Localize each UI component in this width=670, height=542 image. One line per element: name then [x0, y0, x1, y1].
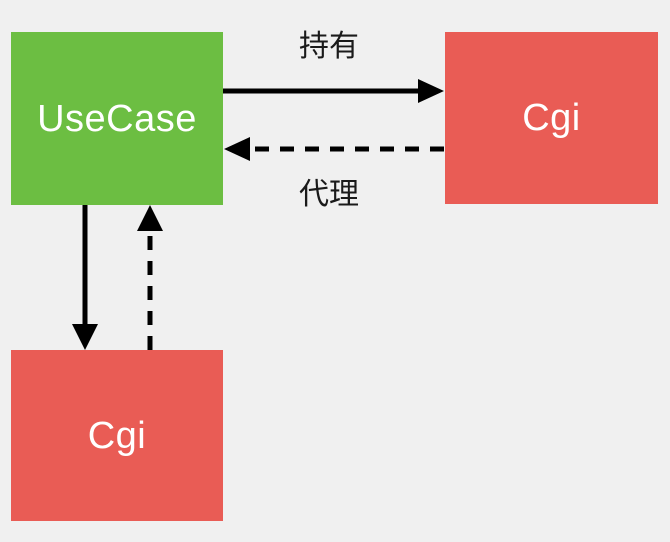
edge-cgi-bottom-to-usecase: [137, 205, 163, 350]
edge-cgi-right-to-usecase: [224, 137, 444, 161]
edge-label-hold: 持有: [299, 29, 359, 64]
node-cgi-right[interactable]: Cgi: [445, 32, 658, 204]
node-usecase[interactable]: UseCase: [11, 32, 223, 205]
arrowhead-up: [137, 205, 163, 231]
node-cgi-bottom[interactable]: Cgi: [11, 350, 223, 521]
edge-label-proxy: 代理: [299, 177, 359, 212]
arrowhead-right: [418, 79, 444, 103]
arrowhead-down: [72, 324, 98, 350]
arrowhead-left: [224, 137, 250, 161]
edge-usecase-to-cgi-right: [223, 79, 444, 103]
edge-usecase-to-cgi-bottom: [72, 205, 98, 350]
